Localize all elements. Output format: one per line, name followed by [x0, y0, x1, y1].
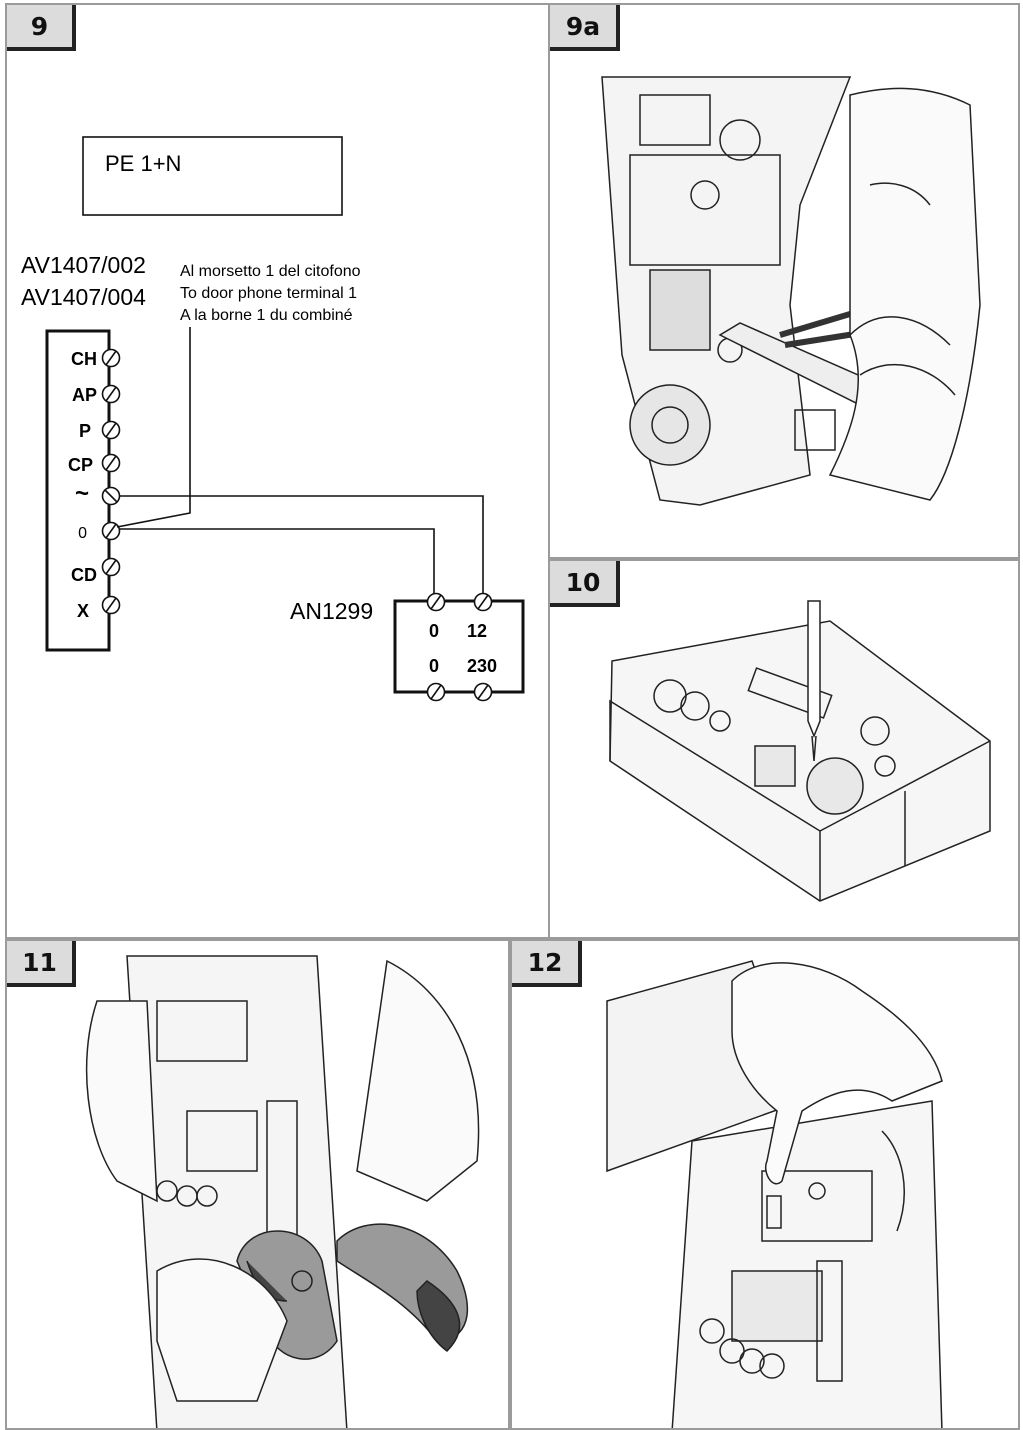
panel-11: 11 [5, 939, 510, 1430]
panel-9a-number: 9a [550, 5, 620, 51]
terminal-0-label: 0 [78, 525, 87, 542]
pe-box-label: PE 1+N [105, 151, 181, 176]
screw-cp-icon [101, 453, 121, 473]
wire-0-to-0 [120, 528, 435, 597]
model-label-1: AV1407/002 [21, 252, 146, 278]
wiring-diagram: PE 1+N AV1407/002 AV1407/004 Al morsetto… [21, 136, 525, 702]
panel-9-number: 9 [7, 5, 76, 51]
panel-11-number: 11 [7, 941, 76, 987]
transformer-bottom-0: 0 [429, 656, 439, 676]
wire-to-door-phone [116, 327, 191, 528]
terminal-x-label: X [77, 601, 89, 621]
note-french: A la borne 1 du combiné [180, 307, 353, 324]
note-english: To door phone terminal 1 [180, 285, 357, 302]
pliers-cutting-board-icon [85, 955, 480, 1428]
panel-9a: 9a [548, 3, 1020, 559]
panel-10-number: 10 [550, 561, 620, 607]
terminal-cp-label: CP [68, 455, 93, 475]
transformer-top-0: 0 [429, 621, 439, 641]
screw-0-icon [101, 521, 121, 541]
screw-an-0-top-icon [426, 592, 446, 612]
wire-ac-to-12 [120, 495, 484, 597]
panel-12: 12 [510, 939, 1020, 1430]
transformer-bottom-230: 230 [467, 656, 497, 676]
screw-ap-icon [101, 384, 121, 404]
screw-an-12-icon [473, 592, 493, 612]
screw-cd-icon [101, 557, 121, 577]
terminal-ap-label: AP [72, 385, 97, 405]
transformer-top-12: 12 [467, 621, 487, 641]
panel-12-number: 12 [512, 941, 582, 987]
screw-ch-icon [101, 348, 121, 368]
screwdriver-in-housing-icon [609, 600, 991, 902]
screw-p-icon [101, 420, 121, 440]
model-label-2: AV1407/004 [21, 284, 146, 310]
panel-10: 10 [548, 559, 1020, 939]
screw-x-icon [101, 595, 121, 615]
panel-9: 9 PE 1+N AV1407/002 AV1407/004 Al morset… [5, 3, 551, 939]
note-italian: Al morsetto 1 del citofono [180, 263, 361, 280]
terminal-ch-label: CH [71, 349, 97, 369]
transformer-label: AN1299 [290, 598, 373, 624]
terminal-ac-label: ~ [75, 480, 89, 507]
hand-screwdriver-adjusting-module-icon [601, 76, 981, 506]
screw-an-230-icon [473, 682, 493, 702]
screw-ac-icon [101, 486, 121, 506]
transformer-box [393, 599, 525, 694]
hand-inserting-board-icon [606, 960, 943, 1428]
pe-box [82, 136, 343, 216]
terminal-cd-label: CD [71, 565, 97, 585]
terminal-p-label: P [79, 421, 91, 441]
screw-an-0-bottom-icon [426, 682, 446, 702]
